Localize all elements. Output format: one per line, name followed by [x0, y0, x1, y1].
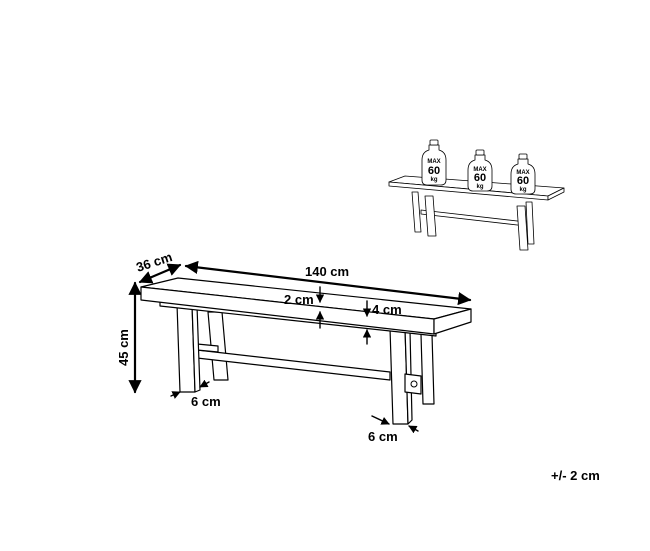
- apron-height-label: 4 cm: [372, 302, 402, 317]
- weight-badge-3: MAX 60 kg: [510, 153, 536, 195]
- weight-unit: kg: [519, 187, 526, 193]
- weight-max-label: MAX: [427, 159, 440, 165]
- main-bench: [140, 277, 472, 425]
- left-leg-arrow-out: [199, 379, 210, 388]
- left-leg-arrow-in: [170, 391, 181, 399]
- weight-unit: kg: [430, 177, 437, 183]
- right-leg-width-label: 6 cm: [368, 429, 398, 444]
- weight-unit: kg: [476, 184, 483, 190]
- weight-badge-1: MAX 60 kg: [421, 139, 447, 186]
- height-label: 45 cm: [116, 329, 131, 366]
- weight-badge-2: MAX 60 kg: [467, 149, 493, 192]
- depth-dimension-line: [138, 263, 182, 284]
- weight-max-label: MAX: [516, 170, 529, 176]
- weight-value: 60: [428, 165, 440, 177]
- dimension-lines: [128, 260, 472, 434]
- weight-value: 60: [474, 172, 486, 184]
- right-leg-arrow-out: [408, 425, 419, 434]
- top-thickness-label: 2 cm: [284, 292, 314, 307]
- tolerance-label: +/- 2 cm: [551, 468, 600, 483]
- right-leg-arrow-in: [371, 415, 390, 425]
- weight-max-label: MAX: [473, 167, 486, 173]
- load-illustration: MAX 60 kg MAX 60 kg MAX 60 kg: [388, 139, 565, 251]
- length-dimension-line: [184, 260, 472, 306]
- weight-value: 60: [517, 175, 529, 187]
- left-leg-width-label: 6 cm: [191, 394, 221, 409]
- length-label: 140 cm: [305, 264, 349, 279]
